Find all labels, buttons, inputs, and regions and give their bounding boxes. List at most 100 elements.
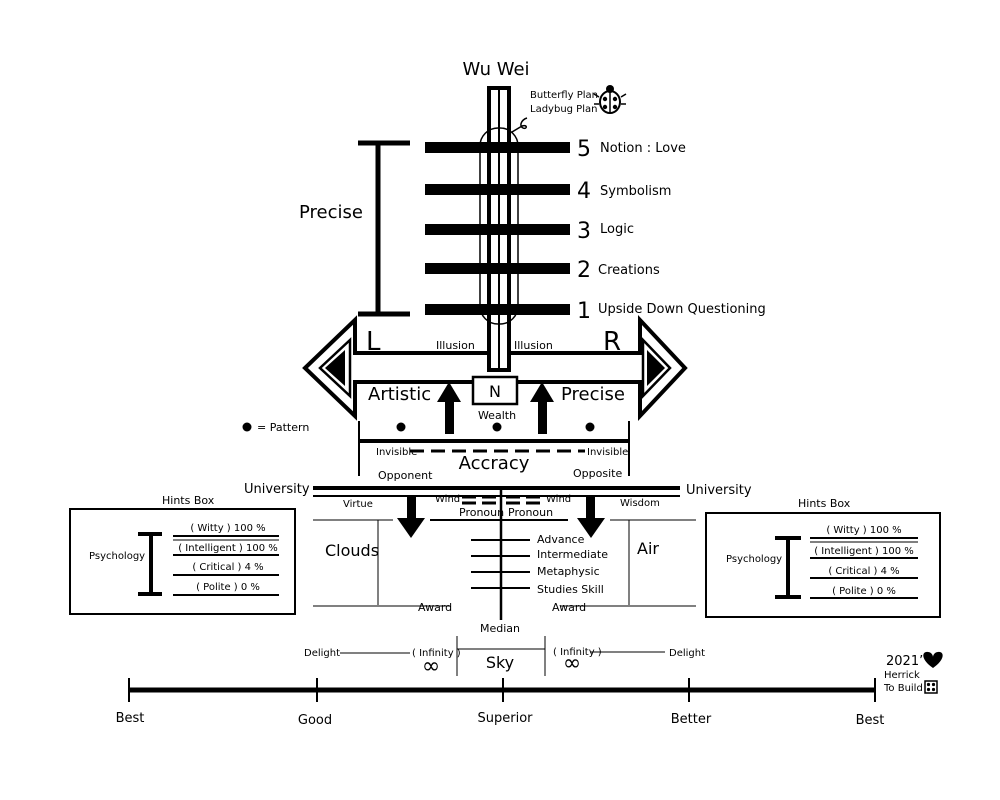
level-3-number: 3 <box>577 219 591 244</box>
hints-left-category: Psychology <box>89 551 145 562</box>
hints-right-item-intelligent: ( Intelligent ) 100 % <box>814 546 914 557</box>
hints-left-item-polite: ( Polite ) 0 % <box>196 582 260 593</box>
pattern-legend-label: = Pattern <box>257 421 309 434</box>
air-label: Air <box>637 539 659 558</box>
award-left-label: Award <box>418 601 452 614</box>
award-right-label: Award <box>552 601 586 614</box>
ladybug-icon <box>593 85 627 114</box>
accracy-bracket <box>358 421 630 476</box>
signature-name: Herrick <box>884 670 920 681</box>
wisdom-label: Wisdom <box>620 498 660 509</box>
infinity-left-symbol: ∞ <box>422 654 440 679</box>
opponent-label: Opponent <box>378 469 433 482</box>
bottom-scale <box>128 678 876 702</box>
double-arrow <box>302 314 688 422</box>
hints-right-category: Psychology <box>726 554 782 565</box>
pattern-dot <box>585 422 595 432</box>
scale-good: Good <box>298 713 332 728</box>
precise-left-label: Precise <box>299 202 363 223</box>
hints-left-item-critical: ( Critical ) 4 % <box>192 562 263 573</box>
invisible-left-label: Invisible <box>376 447 417 458</box>
opposite-label: Opposite <box>573 467 622 480</box>
ladder-advance: Advance <box>537 533 585 546</box>
hints-left-item-witty: ( Witty ) 100 % <box>190 523 265 534</box>
signature-build: To Build <box>883 683 923 694</box>
illusion-left-label: Illusion <box>436 339 475 352</box>
pattern-dot <box>396 422 406 432</box>
wind-left-label: Wind <box>435 494 460 505</box>
pattern-dot <box>492 422 502 432</box>
hints-box-right <box>705 512 941 618</box>
hints-right-item-witty: ( Witty ) 100 % <box>826 525 901 536</box>
precise-i-bar <box>358 140 410 317</box>
ladder-studies-skill: Studies Skill <box>537 583 604 596</box>
ladder-rungs <box>471 539 530 589</box>
butterfly-plan-label: Butterfly Plan <box>530 90 598 101</box>
level-2-label: Creations <box>598 263 660 278</box>
level-2-number: 2 <box>577 258 591 283</box>
hints-right-item-critical: ( Critical ) 4 % <box>828 566 899 577</box>
down-arrow-left-icon <box>397 496 425 538</box>
infinity-right-symbol: ∞ <box>563 651 581 676</box>
hints-right-item-polite: ( Polite ) 0 % <box>832 586 896 597</box>
ladder-metaphysic: Metaphysic <box>537 565 600 578</box>
level-bars <box>425 142 570 315</box>
university-left-label: University <box>244 482 310 497</box>
scale-best-left: Best <box>116 711 145 726</box>
diagram-title: Wu Wei <box>462 59 529 80</box>
heart-icon <box>923 651 943 668</box>
level-4-label: Symbolism <box>600 184 671 199</box>
pronoun-left-label: Pronoun <box>459 506 504 519</box>
hints-left-item-intelligent: ( Intelligent ) 100 % <box>178 543 278 554</box>
virtue-label: Virtue <box>343 499 373 510</box>
wealth-label: Wealth <box>478 409 516 422</box>
pattern-legend-dot <box>242 422 252 432</box>
sky-label: Sky <box>486 653 514 672</box>
level-5-number: 5 <box>577 137 591 162</box>
n-box <box>471 375 519 406</box>
level-3-label: Logic <box>600 222 634 237</box>
accracy-label: Accracy <box>459 453 530 474</box>
scale-best-right: Best <box>856 713 885 728</box>
university-lines <box>313 486 680 497</box>
dice-icon <box>924 680 938 694</box>
clouds-frame <box>313 519 450 607</box>
pointer-curl-icon <box>511 117 528 133</box>
signature-year: 2021’ <box>886 654 923 669</box>
scale-superior: Superior <box>478 711 534 726</box>
level-1-label: Upside Down Questioning <box>598 302 766 317</box>
university-right-label: University <box>686 483 752 498</box>
artistic-label: Artistic <box>368 384 431 405</box>
pronoun-right-label: Pronoun <box>508 506 553 519</box>
wind-dashes <box>462 495 540 505</box>
ladybug-plan-label: Ladybug Plan <box>530 104 597 115</box>
sky-frame <box>456 636 546 676</box>
ladder-intermediate: Intermediate <box>537 548 608 561</box>
hints-box-left-title: Hints Box <box>162 494 215 507</box>
precise-right-label: Precise <box>561 384 625 405</box>
up-arrow-right-icon <box>530 382 554 434</box>
level-1-number: 1 <box>577 299 591 324</box>
hints-right-i-bar <box>775 536 801 599</box>
down-arrow-right-icon <box>577 496 605 538</box>
illusion-right-label: Illusion <box>514 339 553 352</box>
scale-better: Better <box>671 712 712 727</box>
infinity-right-label: ( Infinity ) <box>553 647 602 658</box>
delight-right-label: Delight <box>669 648 705 659</box>
hints-box-left <box>69 508 296 615</box>
level-5-label: Notion : Love <box>600 141 686 156</box>
invisible-right-label: Invisible <box>587 447 628 458</box>
infinity-left-label: ( Infinity ) <box>412 648 461 659</box>
hints-left-i-bar <box>138 532 162 596</box>
letter-r: R <box>603 327 621 357</box>
air-frame <box>560 519 696 607</box>
clouds-label: Clouds <box>325 541 379 560</box>
median-label: Median <box>480 622 520 635</box>
delight-left-label: Delight <box>304 648 340 659</box>
wind-right-label: Wind <box>546 494 571 505</box>
level-4-number: 4 <box>577 179 591 204</box>
hints-box-right-title: Hints Box <box>798 497 851 510</box>
n-letter: N <box>489 382 501 401</box>
letter-l: L <box>366 327 381 357</box>
